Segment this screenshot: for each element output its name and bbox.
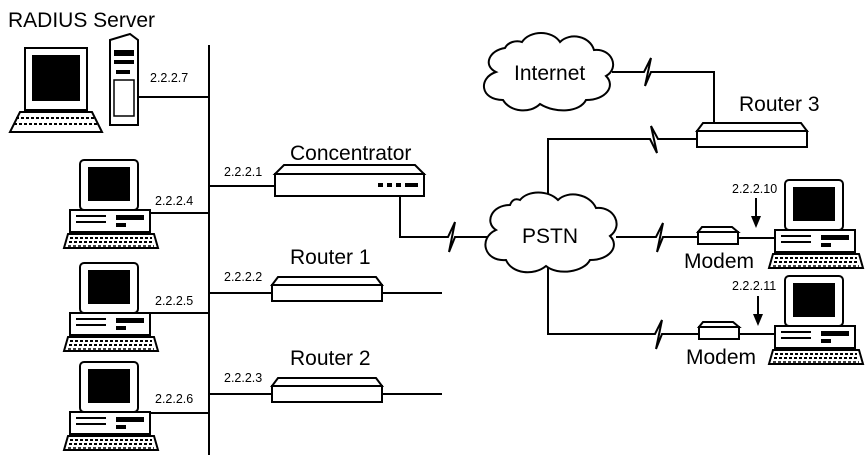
router3-icon	[696, 122, 808, 148]
pstn-modem1-link	[616, 222, 698, 253]
concentrator-icon	[272, 164, 427, 197]
pstn-label: PSTN	[522, 225, 578, 248]
arrow-down-icon	[753, 296, 763, 326]
concentrator-label: Concentrator	[290, 142, 411, 165]
pc-icon	[63, 159, 159, 249]
router3-label: Router 3	[739, 93, 820, 116]
internet-cloud-icon	[482, 32, 615, 112]
pc-c-ip: 2.2.2.6	[155, 392, 193, 406]
pc-b-ip: 2.2.2.5	[155, 294, 193, 308]
pc-icon	[768, 179, 864, 269]
pstn-cloud-icon	[484, 191, 618, 274]
pc-icon	[63, 262, 159, 352]
router3-pstn-link	[547, 125, 697, 198]
router2-label: Router 2	[290, 347, 371, 370]
pc-icon	[63, 361, 159, 451]
internet-label: Internet	[514, 62, 585, 85]
router1-icon	[271, 276, 383, 302]
router1-ip: 2.2.2.2	[224, 270, 262, 284]
remote2-ip: 2.2.2.11	[732, 279, 776, 293]
modem2-icon	[696, 321, 742, 340]
router2-ip: 2.2.2.3	[224, 371, 262, 385]
arrow-down-icon	[751, 198, 761, 228]
radius-server-icon	[8, 32, 139, 133]
internet-router3-link	[612, 57, 715, 123]
concentrator-ip: 2.2.2.1	[224, 165, 262, 179]
pc-icon	[768, 275, 864, 365]
radius-ip: 2.2.2.7	[150, 71, 188, 85]
radius-server-label: RADIUS Server	[8, 9, 155, 32]
remote1-ip: 2.2.2.10	[732, 182, 777, 196]
router2-icon	[271, 377, 383, 403]
pc-a-ip: 2.2.2.4	[155, 194, 193, 208]
router1-label: Router 1	[290, 246, 371, 269]
modem1-icon	[695, 226, 741, 245]
concentrator-pstn-link	[399, 196, 490, 253]
modem2-label: Modem	[686, 346, 756, 369]
pstn-modem2-link	[547, 268, 699, 350]
modem1-label: Modem	[684, 250, 754, 273]
